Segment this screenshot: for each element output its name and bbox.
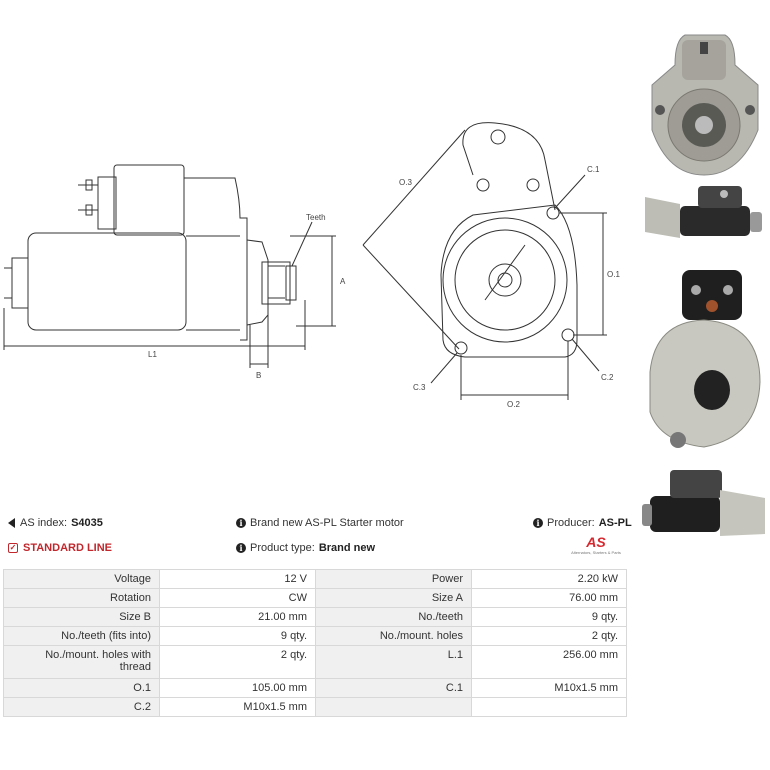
producer-label: Producer: xyxy=(547,517,595,529)
spec-label: Size B xyxy=(3,607,160,627)
dimension-o2-label: O.2 xyxy=(507,400,520,409)
spec-value: M10x1.5 mm xyxy=(159,697,316,717)
spec-label: C.2 xyxy=(3,697,160,717)
dimension-a-label: A xyxy=(340,277,346,286)
description: i Brand new AS-PL Starter motor xyxy=(236,517,404,529)
product-type-value: Brand new xyxy=(318,542,376,554)
dimension-c3-label: C.3 xyxy=(413,383,426,392)
info-icon: i xyxy=(236,543,246,553)
tag-icon xyxy=(8,518,15,528)
as-index-value: S4035 xyxy=(71,517,103,529)
spec-value: 2.20 kW xyxy=(471,569,627,589)
spec-label: No./mount. holes with thread xyxy=(3,645,160,679)
spec-value: CW xyxy=(159,588,316,608)
spec-value: 105.00 mm xyxy=(159,678,316,698)
spec-value: 9 qty. xyxy=(159,626,316,646)
as-pl-logo: AS Alternators, Starters & Parts xyxy=(565,535,627,561)
spec-value: 12 V xyxy=(159,569,316,589)
spec-value: 21.00 mm xyxy=(159,607,316,627)
spec-value: 2 qty. xyxy=(159,645,316,679)
info-icon: i xyxy=(533,518,543,528)
producer-value: AS-PL xyxy=(598,517,632,529)
dimension-o1-label: O.1 xyxy=(607,270,620,279)
spec-label: Size A xyxy=(315,588,472,608)
teeth-label: Teeth xyxy=(306,213,326,222)
description-text: Brand new AS-PL Starter motor xyxy=(250,517,404,529)
dimension-c1-label: C.1 xyxy=(587,165,600,174)
checkbox-icon: ✓ xyxy=(8,543,18,553)
dimension-c2-label: C.2 xyxy=(601,373,614,382)
standard-line-label: STANDARD LINE xyxy=(23,542,113,554)
dimension-l1-label: L1 xyxy=(148,350,157,359)
spec-label: O.1 xyxy=(3,678,160,698)
spec-value: M10x1.5 mm xyxy=(471,678,627,698)
spec-value: 9 qty. xyxy=(471,607,627,627)
product-photo-side-top[interactable] xyxy=(640,182,768,242)
dimension-o3-label: O.3 xyxy=(399,178,412,187)
logo-text: AS xyxy=(586,534,606,550)
info-icon: i xyxy=(236,518,246,528)
product-photo-front[interactable] xyxy=(640,30,768,180)
spec-value xyxy=(471,697,627,717)
table-row: No./teeth (fits into)9 qty.No./mount. ho… xyxy=(3,626,627,646)
logo-tagline: Alternators, Starters & Parts xyxy=(571,550,621,555)
producer: i Producer: AS-PL xyxy=(533,517,632,529)
spec-label: No./teeth xyxy=(315,607,472,627)
spec-label: No./mount. holes xyxy=(315,626,472,646)
as-index-label: AS index: xyxy=(20,517,68,529)
front-view-drawing: O.3 C.1 O.1 C.2 C.3 O.2 xyxy=(362,122,620,409)
product-type-label: Product type: xyxy=(250,542,315,554)
spec-label xyxy=(315,697,472,717)
spec-label: Power xyxy=(315,569,472,589)
spec-label: No./teeth (fits into) xyxy=(3,626,160,646)
product-photo-rear[interactable] xyxy=(640,262,768,462)
dimension-b-label: B xyxy=(256,371,261,380)
spec-value: 2 qty. xyxy=(471,626,627,646)
side-view-drawing: Teeth A B L1 xyxy=(3,164,346,380)
spec-label: Rotation xyxy=(3,588,160,608)
as-index: AS index: S4035 xyxy=(8,517,103,529)
standard-line: ✓ STANDARD LINE xyxy=(8,542,112,554)
spec-label: L.1 xyxy=(315,645,472,679)
spec-label: Voltage xyxy=(3,569,160,589)
spec-value: 256.00 mm xyxy=(471,645,627,679)
spec-value: 76.00 mm xyxy=(471,588,627,608)
spec-label: C.1 xyxy=(315,678,472,698)
product-type: i Product type: Brand new xyxy=(236,542,375,554)
product-photo-side-bottom[interactable] xyxy=(640,462,768,542)
